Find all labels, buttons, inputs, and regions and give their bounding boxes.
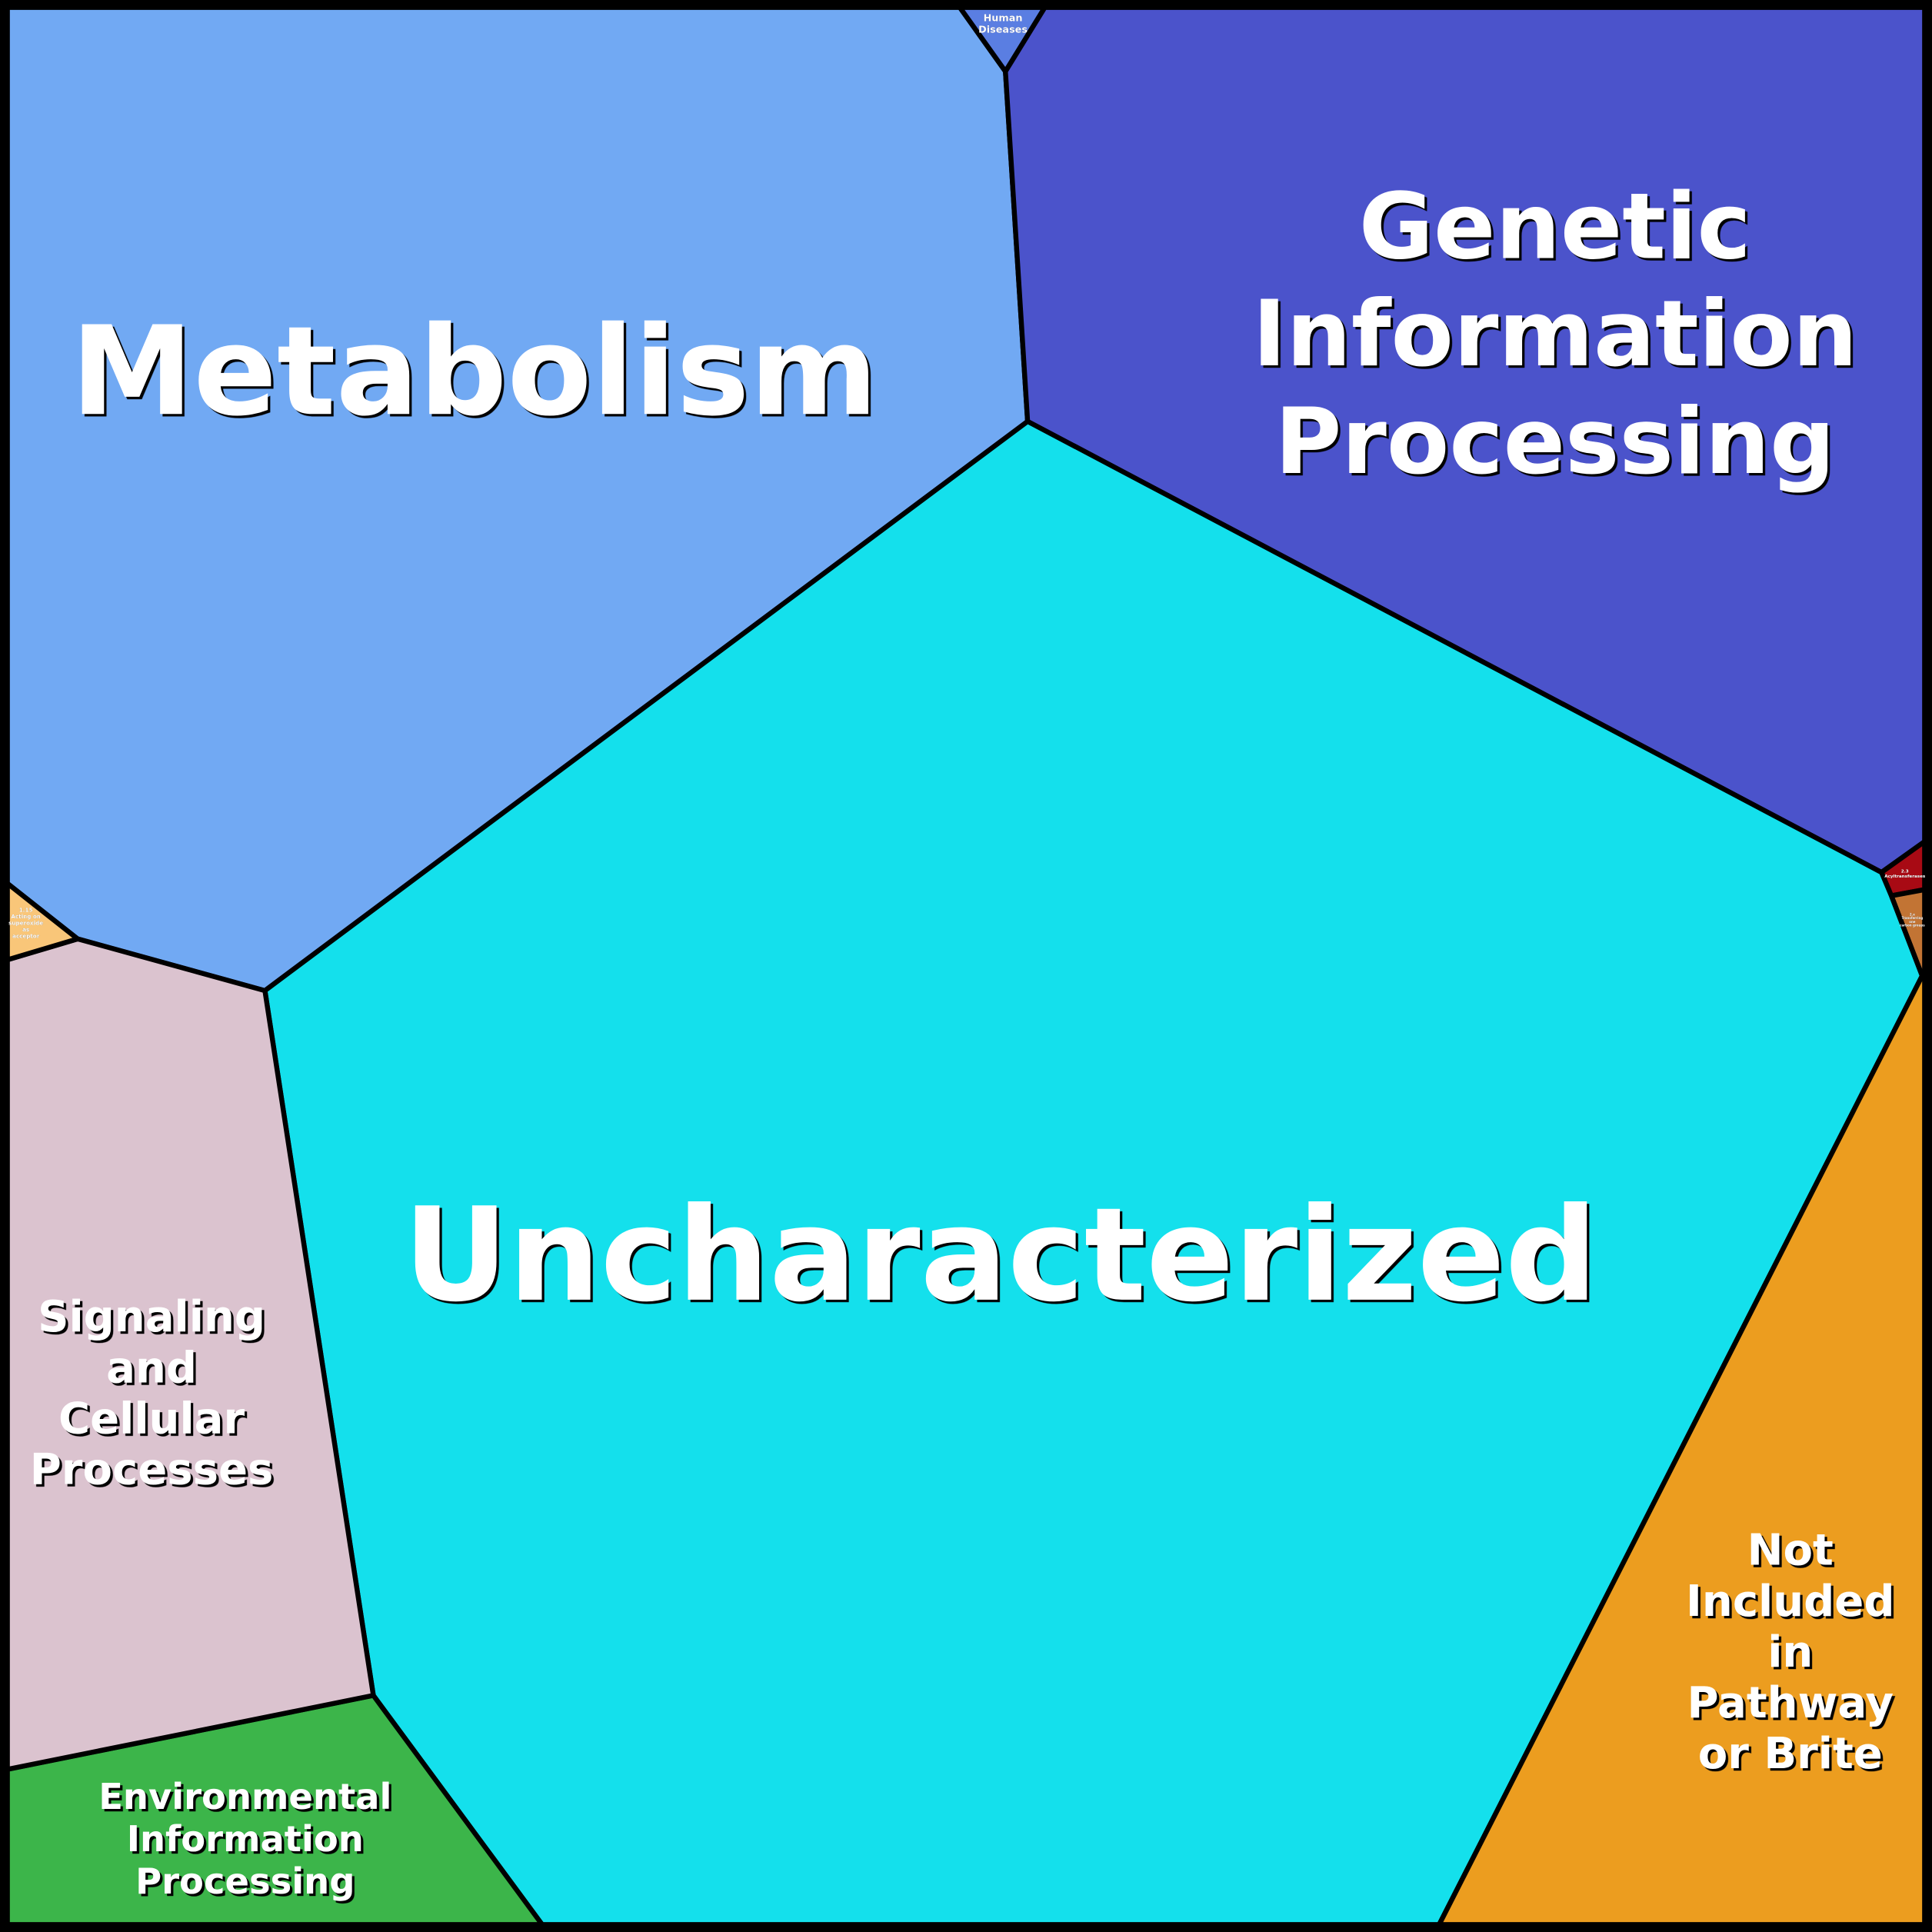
label-line: Processing: [135, 1860, 355, 1902]
cell-acting-on-superoxide[interactable]: [5, 881, 81, 963]
label-line: superoxide: [8, 920, 43, 927]
label-line: Metabolism: [71, 299, 878, 443]
label-line: as: [22, 926, 29, 933]
label-line: Processes: [30, 1445, 274, 1495]
label-line: Transferring: [1902, 916, 1924, 920]
label-line: Processing: [1275, 388, 1835, 495]
label-line: Information: [1252, 281, 1857, 387]
label-line: or Brite: [1698, 1729, 1883, 1779]
label-line: Not: [1747, 1526, 1834, 1576]
label-line: and: [106, 1343, 197, 1393]
label-line: Included: [1686, 1577, 1894, 1627]
label-line: Genetic: [1359, 173, 1751, 279]
label-line: Environmental: [98, 1776, 391, 1817]
label-line: Cellular: [58, 1394, 245, 1444]
label-uncharacterized: Uncharacterized: [403, 1180, 1597, 1331]
label-line: carbon groups: [1900, 923, 1925, 927]
label-line: Signaling: [38, 1292, 265, 1342]
label-line: Acyltransferases: [1884, 874, 1926, 879]
label-line: Information: [127, 1818, 364, 1860]
label-line: Acting on: [11, 913, 41, 920]
label-line: 2.x: [1910, 912, 1915, 916]
cell-not-included[interactable]: [1436, 973, 1927, 1927]
label-line: one: [1909, 920, 1916, 924]
label-line: acceptor: [12, 933, 40, 940]
label-line: in: [1767, 1627, 1813, 1677]
label-line: Uncharacterized: [403, 1180, 1597, 1331]
label-line: Diseases: [978, 25, 1028, 36]
label-metabolism: Metabolism: [71, 299, 878, 443]
label-line: Human: [984, 12, 1023, 24]
label-line: 1.15: [19, 907, 33, 914]
label-line: Pathway: [1687, 1678, 1894, 1728]
label-line: 2.3: [1901, 870, 1909, 874]
